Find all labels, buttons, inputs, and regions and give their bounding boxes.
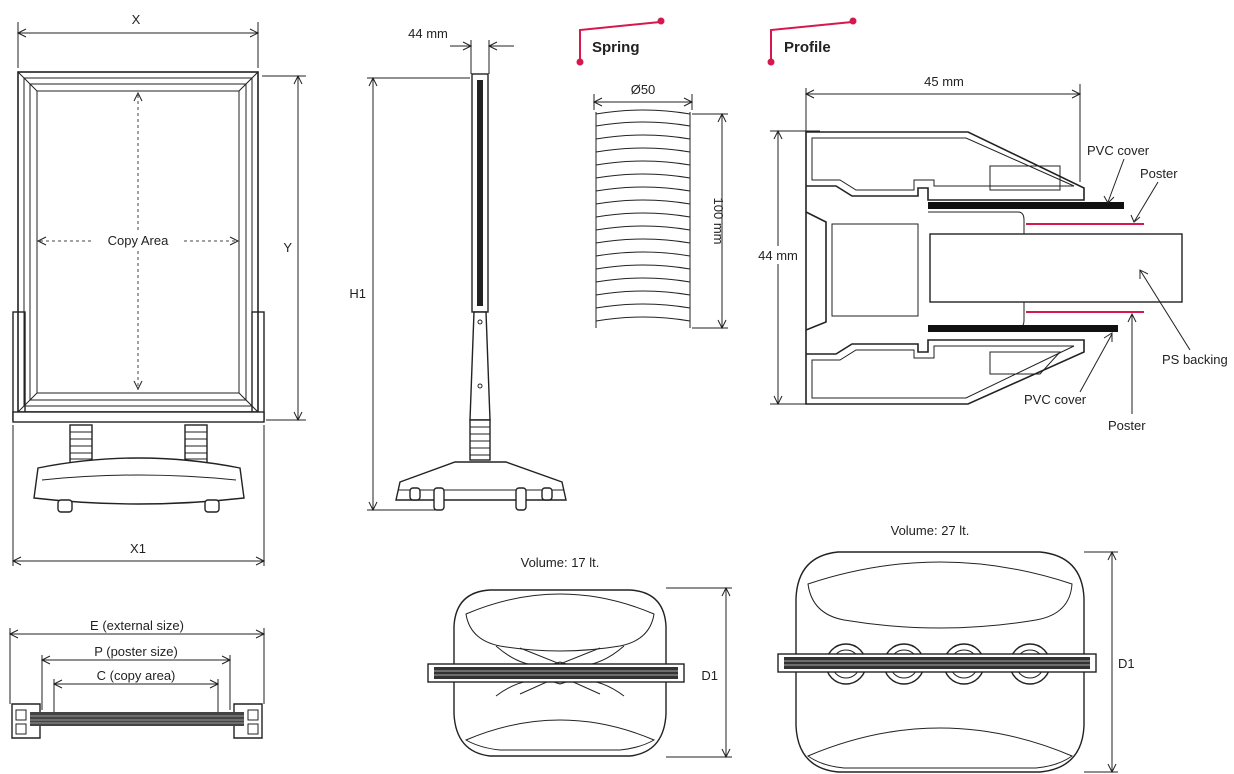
spring-diameter-label: Ø50 <box>631 82 656 97</box>
d1-large-label: D1 <box>1118 656 1135 671</box>
ps-backing-label: PS backing <box>1162 352 1228 367</box>
profile-height-label: 44 mm <box>758 248 798 263</box>
spring-detail: Spring Ø50 <box>576 17 728 330</box>
volume-17-label: Volume: 17 lt. <box>521 555 600 570</box>
side-view: 44 mm H1 <box>349 26 567 512</box>
side-depth-label: 44 mm <box>408 26 448 41</box>
profile-width-label: 45 mm <box>924 74 964 89</box>
front-springs <box>69 424 208 466</box>
spring-height-label: 100 mm <box>711 198 726 245</box>
dim-label-x1: X1 <box>130 541 146 556</box>
spring-title: Spring <box>592 39 640 56</box>
dim-label-h1: H1 <box>349 286 366 301</box>
top-view-sizes: E (external size) P (poster size) C (cop… <box>8 618 266 739</box>
poster-size-label: P (poster size) <box>94 644 178 659</box>
front-view: X Copy Area <box>11 12 306 566</box>
dim-label-y: Y <box>283 240 292 255</box>
external-size-label: E (external size) <box>90 618 184 633</box>
volume-27-label: Volume: 27 lt. <box>891 523 970 538</box>
copy-area-label: Copy Area <box>108 233 169 248</box>
d1-small-label: D1 <box>701 668 718 683</box>
copy-area-c-label: C (copy area) <box>97 668 176 683</box>
pvc-cover-bottom-label: PVC cover <box>1024 392 1087 407</box>
spring-coil <box>595 109 691 328</box>
base-27-lt: Volume: 27 lt. D1 <box>777 523 1135 774</box>
base-17-lt: Volume: 17 lt. D1 <box>427 555 732 759</box>
profile-title: Profile <box>784 39 831 56</box>
pvc-cover-top-label: PVC cover <box>1087 143 1150 158</box>
poster-top-label: Poster <box>1140 166 1178 181</box>
poster-bottom-label: Poster <box>1108 418 1146 433</box>
profile-detail: Profile 45 mm 44 mm PVC cove <box>748 17 1228 433</box>
dim-label-x: X <box>132 12 141 27</box>
